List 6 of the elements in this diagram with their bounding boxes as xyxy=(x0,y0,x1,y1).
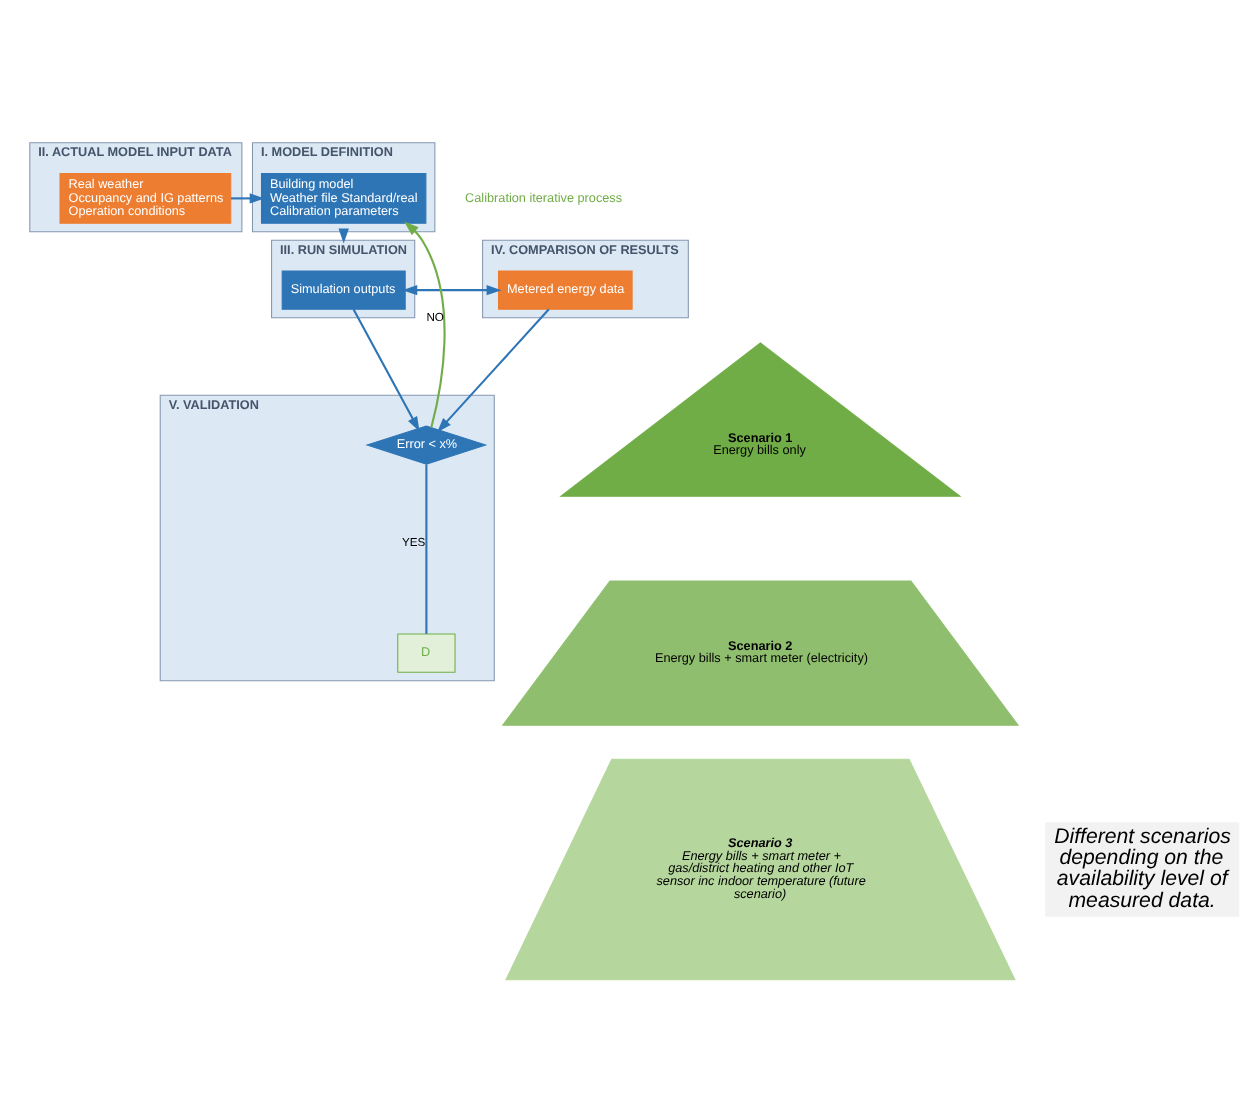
arrow xyxy=(402,283,502,295)
arrow xyxy=(231,192,265,203)
arrow xyxy=(352,307,420,431)
connector xyxy=(425,463,428,633)
arrow xyxy=(404,220,446,427)
arrow xyxy=(437,307,550,432)
